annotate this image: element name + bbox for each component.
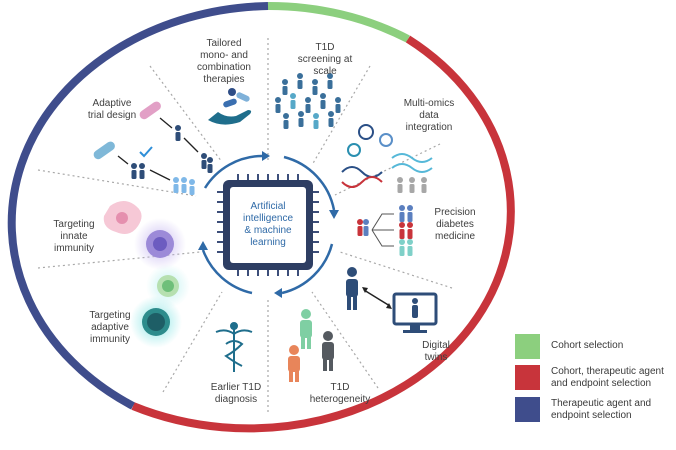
legend-label-agent-endpoint: Therapeutic agent and endpoint selection	[551, 398, 652, 421]
cycle-arrowheads	[198, 151, 339, 298]
caduceus-icon	[215, 322, 253, 372]
cycle-arrows	[201, 154, 336, 295]
dna-omics-icon	[341, 124, 433, 193]
macrophage-icon	[103, 201, 186, 270]
patient-stratification-icon	[357, 205, 413, 256]
digital-twin-icon	[346, 267, 438, 333]
outer-ring	[7, 1, 515, 433]
label-adaptive-trial: Adaptive trial design	[87, 98, 137, 121]
diverse-people-icon	[288, 309, 334, 382]
legend-swatch-cohort	[515, 334, 540, 359]
ring-segment-agent-endpoint	[7, 2, 269, 410]
label-earlier-diagnosis: Earlier T1D diagnosis	[210, 382, 262, 405]
population-icon	[275, 73, 341, 129]
ai-chip	[217, 174, 319, 276]
legend-swatch-agent-endpoint	[515, 397, 540, 422]
trial-flow-icon	[93, 101, 213, 195]
lymphocyte-icon	[130, 264, 190, 348]
legend-label-cohort: Cohort selection	[551, 340, 624, 351]
ring-segment-cohort	[267, 1, 410, 43]
label-digital-twins: Digital twins	[422, 340, 450, 363]
label-innate-immunity: Targeting innate immunity	[53, 219, 95, 254]
label-adaptive-immunity: Targeting adaptive immunity	[89, 310, 131, 345]
pills-hand-icon	[208, 88, 252, 125]
legend-label-cohort-agent-endpoint: Cohort, therapeutic agent and endpoint s…	[551, 366, 664, 389]
center-title: Artificial intelligence & machine learni…	[242, 201, 294, 248]
label-t1d-screening: T1D screening at scale	[297, 42, 353, 77]
label-t1d-heterogeneity: T1D heterogeneity	[309, 382, 371, 405]
label-multi-omics: Multi-omics data integration	[403, 98, 455, 133]
legend-swatch-cohort-agent-endpoint	[515, 365, 540, 390]
ring-segment-cohort-agent-endpoint	[131, 35, 515, 433]
label-precision-medicine: Precision diabetes medicine	[434, 207, 476, 242]
label-tailored-therapies: Tailored mono- and combination therapies	[197, 38, 251, 85]
